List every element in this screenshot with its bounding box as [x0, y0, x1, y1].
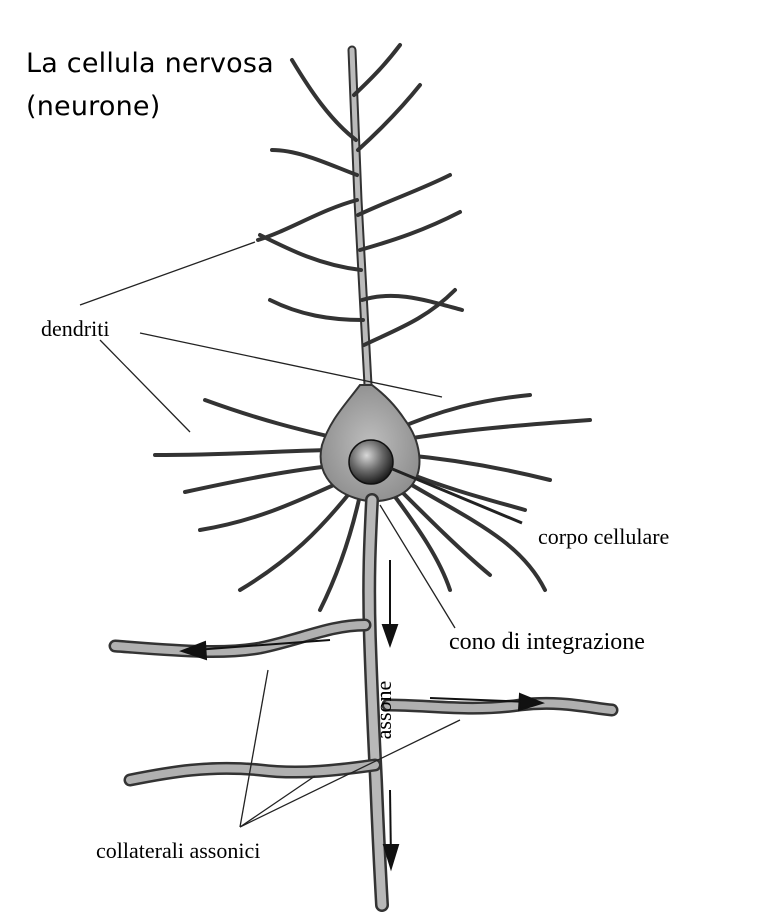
apical-dendrite [256, 43, 464, 390]
diagram-title: La cellula nervosa (neurone) [26, 42, 274, 128]
label-axon-hillock: cono di integrazione [449, 629, 645, 655]
leader-lines [79, 241, 523, 828]
signal-arrows [179, 560, 545, 872]
label-axon: assone [371, 680, 396, 740]
title-line-1: La cellula nervosa [26, 48, 274, 79]
label-cell-body: corpo cellulare [538, 524, 670, 549]
label-dendrites: dendriti [41, 316, 110, 341]
nucleus [348, 439, 394, 485]
axon [362, 493, 389, 912]
title-line-2: (neurone) [26, 91, 161, 122]
label-axon-collaterals: collaterali assonici [96, 838, 261, 863]
